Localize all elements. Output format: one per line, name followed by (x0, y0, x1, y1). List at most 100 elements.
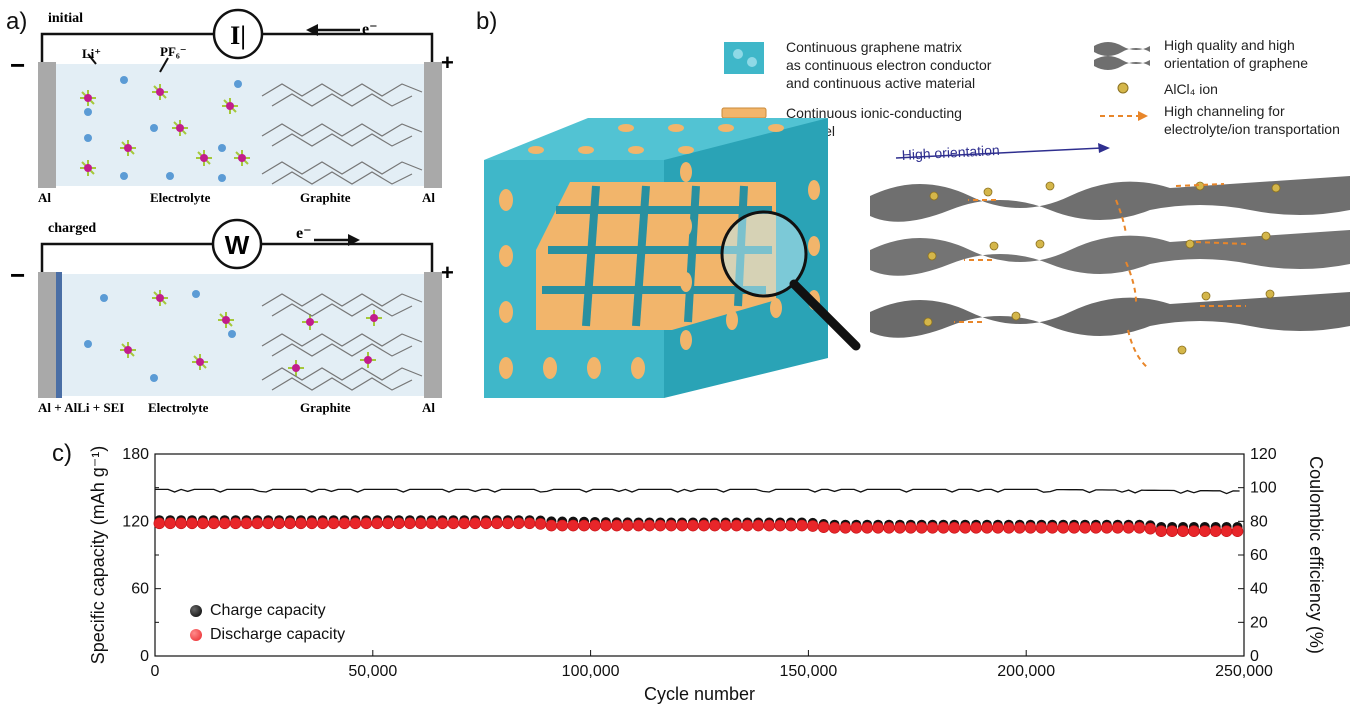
discharge-point (785, 519, 797, 532)
panel-b-illustration: Continuous graphene matrix as continuous… (484, 37, 1350, 398)
discharge-point (1144, 522, 1157, 535)
discharge-point (393, 517, 405, 530)
y-tick-label: 120 (122, 513, 149, 530)
discharge-point (512, 517, 525, 530)
discharge-marker-icon (190, 629, 202, 641)
discharge-point (665, 519, 677, 532)
y2-tick-label: 20 (1250, 614, 1268, 631)
discharge-point (719, 519, 732, 532)
electron-label-bottom: e⁻ (296, 225, 312, 242)
discharge-point (676, 519, 688, 532)
graphite-label-top: Graphite (300, 190, 351, 205)
discharge-point (360, 517, 373, 530)
meter-circle-top (212, 8, 264, 60)
discharge-point (447, 517, 460, 530)
discharge-point (164, 517, 177, 530)
legend-arrow-icon (1100, 111, 1148, 121)
x-tick-label: 100,000 (562, 663, 620, 680)
discharge-point (959, 522, 972, 534)
discharge-point (284, 517, 296, 530)
legend-cube-line-3: and continuous active material (786, 75, 975, 91)
li-ions-bottom (84, 290, 236, 382)
legend-ion-icon (1117, 82, 1129, 94)
discharge-point (578, 519, 590, 532)
x-tick-label: 200,000 (997, 663, 1055, 680)
minus-top: − (10, 50, 25, 80)
right-label-bottom: Al (422, 400, 435, 415)
discharge-point (1155, 525, 1168, 537)
discharge-point (480, 517, 492, 530)
discharge-point (197, 517, 209, 530)
al-anode-top (38, 62, 56, 188)
discharge-point (414, 517, 427, 530)
discharge-point (371, 517, 383, 530)
y-axis-label: Specific capacity (mAh g⁻¹) (88, 446, 108, 665)
y2-tick-label: 60 (1250, 547, 1268, 564)
discharge-point (1111, 522, 1124, 534)
discharge-point (621, 519, 634, 532)
alcl4-ions (923, 181, 1281, 355)
discharge-point (1046, 522, 1059, 534)
discharge-point (708, 519, 721, 532)
magnifier-icon (720, 210, 861, 351)
discharge-point (752, 519, 765, 532)
discharge-point (1166, 525, 1178, 537)
legend-channel-line-1: Continuous ionic-conducting (786, 105, 962, 121)
meter-symbol-top: I| (230, 21, 246, 50)
discharge-point (687, 519, 699, 532)
x-tick-label: 150,000 (779, 663, 837, 680)
discharge-point (458, 517, 471, 530)
legend-sheets-icon (1094, 42, 1150, 70)
legend-cube-line-2: as continuous electron conductor (786, 57, 992, 73)
discharge-point (850, 522, 863, 534)
legend-channel-icon (721, 107, 767, 119)
discharge-point (948, 522, 961, 534)
discharge-point (1133, 522, 1146, 534)
discharge-point (1198, 525, 1211, 537)
discharge-point (545, 519, 558, 532)
y2-tick-label: 80 (1250, 513, 1268, 530)
discharge-point (981, 522, 993, 534)
discharge-point (175, 517, 187, 530)
discharge-point (698, 519, 710, 532)
legend-charge-entry: Charge capacity (190, 602, 326, 620)
discharge-point (872, 522, 884, 534)
discharge-point (556, 519, 569, 532)
discharge-point (915, 522, 928, 534)
discharge-point (970, 522, 982, 534)
legend-sheets-line-1: High quality and high (1164, 37, 1295, 53)
discharge-point (273, 517, 285, 530)
panel-a-schematic: I| initial e⁻ − + Li⁺ PF₆⁻ (10, 8, 454, 415)
discharge-point (1122, 522, 1135, 534)
discharge-point (295, 517, 307, 530)
discharge-point (469, 517, 481, 530)
y-tick-label: 180 (122, 446, 149, 463)
discharge-point (741, 519, 754, 532)
charged-cell: W charged e⁻ − + Al + AlLi + (10, 218, 454, 415)
y2-tick-label: 40 (1250, 581, 1268, 598)
graphite-label-bottom: Graphite (300, 400, 351, 415)
y-tick-label: 60 (131, 581, 149, 598)
discharge-point (567, 519, 579, 532)
discharge-point (894, 522, 906, 534)
discharge-point (1068, 522, 1080, 534)
discharge-point (338, 517, 351, 530)
al-cathode-top (424, 62, 442, 188)
graphite-bottom (261, 293, 423, 391)
discharge-point (839, 522, 852, 534)
legend-ion-label: AlCl₄ ion (1164, 81, 1218, 97)
discharge-point (632, 519, 645, 532)
sei-layer (56, 272, 62, 398)
discharge-point (251, 517, 264, 530)
discharge-point (992, 522, 1004, 534)
discharge-point (240, 517, 253, 530)
discharge-point (523, 517, 536, 530)
discharge-point (229, 517, 242, 530)
al-cathode-bottom (424, 272, 442, 398)
discharge-point (1188, 525, 1200, 537)
y-tick-label: 0 (140, 648, 149, 665)
discharge-point (904, 522, 917, 534)
minus-bottom: − (10, 260, 25, 290)
discharge-point (643, 519, 656, 532)
